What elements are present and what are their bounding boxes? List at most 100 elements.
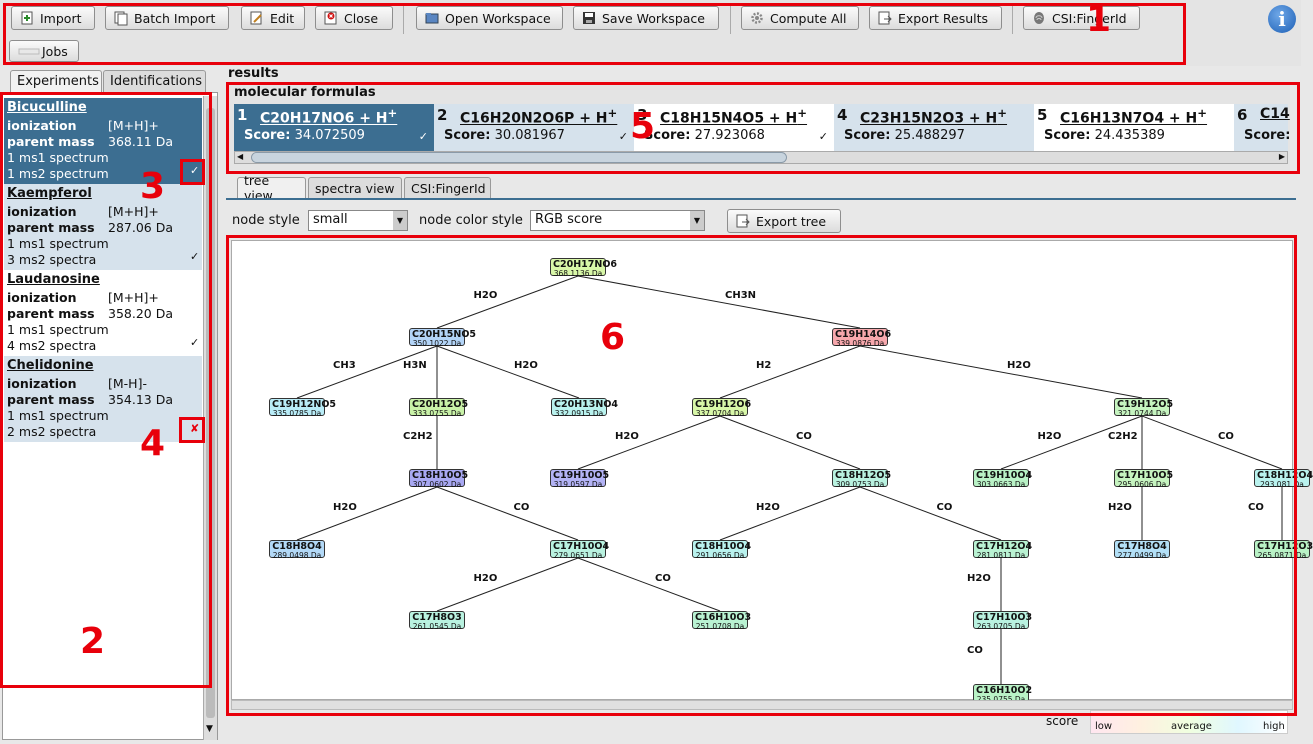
formula-candidate[interactable]: 3 C18H15N4O5 + H+ Score: 27.923068 ✓ bbox=[634, 104, 834, 152]
compute-all-button[interactable]: Compute All bbox=[741, 6, 859, 30]
tab-identifications[interactable]: Identifications bbox=[103, 70, 206, 92]
csi-fingerid-button[interactable]: CSI:FingerId bbox=[1023, 6, 1140, 30]
list-item[interactable]: Bicuculline ionization [M+H]+ parent mas… bbox=[4, 98, 202, 184]
batch-import-button[interactable]: Batch Import bbox=[105, 6, 229, 30]
scrollbar-thumb[interactable] bbox=[251, 152, 787, 163]
scroll-left-arrow[interactable]: ◀ bbox=[237, 152, 244, 161]
tree-edge bbox=[577, 275, 861, 329]
jobs-button[interactable]: Jobs bbox=[9, 40, 79, 62]
toolbar-separator bbox=[1012, 4, 1013, 34]
node-formula: C17H10O3 bbox=[976, 612, 1033, 623]
tree-edge bbox=[577, 557, 721, 612]
check-icon: ✓ bbox=[418, 130, 428, 143]
node-mass: 265.0871 Da bbox=[1257, 551, 1307, 560]
tree-scrollbar[interactable] bbox=[231, 700, 1293, 710]
tab-spectra-view-label: spectra view bbox=[315, 180, 395, 196]
scroll-down-arrow[interactable]: ▼ bbox=[206, 724, 213, 734]
formula-candidate[interactable]: 6 C14 Score: bbox=[1234, 104, 1291, 152]
batch-import-label: Batch Import bbox=[134, 10, 216, 26]
formula-candidate[interactable]: 5 C16H13N7O4 + H+ Score: 24.435389 bbox=[1034, 104, 1234, 152]
scrollbar-thumb[interactable] bbox=[206, 108, 215, 718]
tab-csi-fingerid[interactable]: CSI:FingerId bbox=[404, 177, 491, 198]
chevron-down-icon: ▼ bbox=[393, 211, 407, 230]
edge-label: H2O bbox=[473, 572, 498, 584]
edit-icon bbox=[250, 11, 264, 25]
list-item[interactable]: Laudanosine ionization [M+H]+ parent mas… bbox=[4, 270, 202, 356]
score-label: Score: bbox=[1244, 128, 1291, 143]
export-results-label: Export Results bbox=[898, 10, 989, 26]
node-color-select[interactable]: RGB score ▼ bbox=[530, 210, 705, 231]
open-workspace-button[interactable]: Open Workspace bbox=[416, 6, 563, 30]
ionization-label: ionization bbox=[7, 204, 77, 219]
node-mass: 337.0704 Da bbox=[695, 409, 745, 418]
export-results-button[interactable]: Export Results bbox=[869, 6, 1002, 30]
scroll-right-arrow[interactable]: ▶ bbox=[1278, 152, 1285, 161]
list-scrollbar[interactable]: ▼ bbox=[203, 96, 217, 740]
candidate-formula: C23H15N2O3 + H+ bbox=[860, 106, 1007, 127]
node-style-label: node style bbox=[232, 213, 300, 228]
close-button[interactable]: Close bbox=[315, 6, 393, 30]
edge-label: CO bbox=[513, 501, 530, 513]
export-tree-button[interactable]: Export tree bbox=[727, 209, 841, 233]
node-mass: 293.081 Da bbox=[1260, 480, 1304, 489]
node-formula: C17H12O4 bbox=[976, 541, 1033, 552]
list-item[interactable]: Chelidonine ionization [M-H]- parent mas… bbox=[4, 356, 202, 442]
tree-edge bbox=[296, 345, 438, 399]
formulas-scrollbar[interactable]: ◀ ▶ bbox=[234, 151, 1288, 164]
node-formula: C18H10O5 bbox=[412, 470, 469, 481]
tab-experiments[interactable]: Experiments bbox=[10, 70, 102, 92]
formula-candidate[interactable]: 1 C20H17NO6 + H+ Score: 34.072509 ✓ bbox=[234, 104, 434, 152]
parent-mass-label: parent mass bbox=[7, 220, 95, 235]
tab-spectra-view[interactable]: spectra view bbox=[308, 177, 402, 198]
ms2-count: 2 ms2 spectra bbox=[7, 424, 97, 439]
edge-label: H2O bbox=[473, 290, 498, 301]
import-button[interactable]: Import bbox=[11, 6, 95, 30]
annotation-number-3: 3 bbox=[140, 166, 166, 207]
candidate-formula: C16H13N7O4 + H+ bbox=[1060, 106, 1207, 127]
close-label: Close bbox=[344, 10, 379, 26]
node-formula: C17H10O5 bbox=[1117, 470, 1174, 481]
edge-label: CH3N bbox=[725, 290, 757, 301]
tree-edge bbox=[436, 557, 579, 612]
ionization-value: [M+H]+ bbox=[108, 118, 159, 133]
info-icon[interactable]: i bbox=[1268, 5, 1296, 33]
tab-tree-view[interactable]: tree view bbox=[237, 173, 306, 203]
ionization-value: [M+H]+ bbox=[108, 204, 159, 219]
parent-mass-value: 287.06 Da bbox=[108, 220, 173, 235]
edge-label: H2O bbox=[615, 430, 639, 442]
tree-edge bbox=[719, 345, 861, 399]
tab-divider bbox=[226, 198, 1296, 200]
tree-edge bbox=[719, 415, 861, 470]
formula-candidate[interactable]: 4 C23H15N2O3 + H+ Score: 25.488297 bbox=[834, 104, 1034, 152]
formula-candidate[interactable]: 2 C16H20N2O6P + H+ Score: 30.081967 ✓ bbox=[434, 104, 634, 152]
node-style-select[interactable]: small ▼ bbox=[308, 210, 408, 231]
save-workspace-button[interactable]: Save Workspace bbox=[573, 6, 719, 30]
list-item[interactable]: Kaempferol ionization [M+H]+ parent mass… bbox=[4, 184, 202, 270]
edit-button[interactable]: Edit bbox=[241, 6, 305, 30]
node-formula: C18H12O4 bbox=[1257, 470, 1313, 481]
